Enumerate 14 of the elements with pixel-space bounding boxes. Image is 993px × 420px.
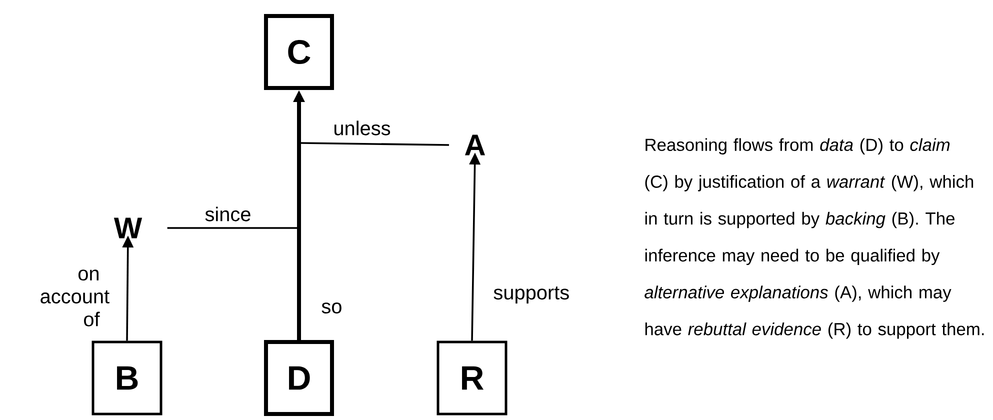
edge-label: so — [322, 302, 342, 314]
connector-line — [167, 227, 297, 229]
letter-label: A — [464, 134, 485, 156]
claim-box: C — [264, 14, 334, 90]
edge-label: since — [205, 206, 250, 222]
description-text: Reasoning flows from data (D) to claim (C) by justification of a warrant (W), which in turn is supported by backing (B). The inference may need to be qualified by alternative explanations (A), which may have rebuttal evidence (R) to support them. — [644, 138, 984, 339]
edge-label: unless — [334, 120, 390, 136]
data-box: D — [264, 340, 334, 416]
letter-label: W — [114, 218, 142, 238]
letter-box: R — [436, 340, 508, 416]
letter-box: B — [92, 340, 162, 416]
connector-line — [301, 142, 450, 146]
edge-label: on account of — [40, 270, 110, 326]
edge-label: supports — [494, 286, 569, 304]
